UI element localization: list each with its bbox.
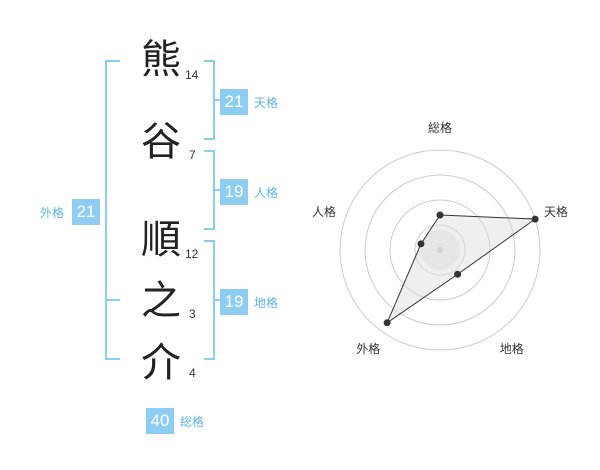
tenkaku-label: 天格 bbox=[254, 96, 279, 110]
name-char-5: 介 bbox=[141, 340, 181, 386]
radar-point-2 bbox=[531, 215, 539, 223]
radar-axis-label-2: 天格 bbox=[544, 205, 569, 220]
radar-chart bbox=[339, 149, 541, 351]
gaikaku-badge: 21 bbox=[72, 199, 100, 225]
gaikaku-bracket bbox=[105, 60, 120, 360]
radar-point-5 bbox=[417, 240, 425, 248]
tenkaku-bracket bbox=[204, 60, 215, 140]
radar-axis-label-5: 人格 bbox=[311, 205, 336, 220]
jinkaku-badge: 19 bbox=[220, 179, 248, 205]
tenkaku-badge: 21 bbox=[220, 89, 248, 115]
stroke-count-1: 14 bbox=[185, 68, 199, 82]
soukaku-badge: 40 bbox=[146, 408, 174, 434]
gaikaku-label: 外格 bbox=[40, 206, 65, 220]
radar-series-polygon bbox=[385, 214, 537, 325]
radar-axis-label-1: 総格 bbox=[428, 121, 453, 135]
gaikaku-bracket-mid bbox=[105, 299, 120, 301]
tenkaku-bracket-tick bbox=[215, 99, 220, 101]
radar-axis-label-4: 外格 bbox=[356, 341, 381, 356]
radar-axis-label-3: 地格 bbox=[499, 341, 524, 356]
radar-ring-1 bbox=[414, 224, 466, 276]
radar-center-dot bbox=[437, 247, 443, 253]
chikaku-label: 地格 bbox=[254, 296, 279, 310]
jinkaku-bracket bbox=[204, 150, 215, 230]
radar-ring-2 bbox=[389, 199, 491, 301]
name-char-3: 順 bbox=[141, 217, 181, 263]
stroke-count-3: 12 bbox=[185, 247, 199, 261]
chikaku-bracket bbox=[204, 240, 215, 360]
stroke-count-4: 3 bbox=[189, 307, 196, 321]
soukaku-label: 総格 bbox=[180, 415, 205, 429]
name-char-1: 熊 bbox=[141, 37, 181, 83]
chikaku-badge: 19 bbox=[220, 289, 248, 315]
radar-ring-4 bbox=[339, 149, 541, 351]
radar-point-1 bbox=[436, 211, 444, 219]
stroke-count-5: 4 bbox=[189, 366, 196, 380]
jinkaku-bracket-tick bbox=[215, 189, 220, 191]
stroke-count-2: 7 bbox=[189, 148, 196, 162]
jinkaku-label: 人格 bbox=[254, 186, 279, 200]
chikaku-bracket-tick bbox=[215, 299, 220, 301]
radar-ring-3 bbox=[364, 174, 516, 326]
name-char-4: 之 bbox=[141, 278, 181, 324]
radar-point-4 bbox=[383, 319, 391, 327]
radar-point-3 bbox=[454, 270, 462, 278]
name-char-2: 谷 bbox=[141, 119, 181, 165]
